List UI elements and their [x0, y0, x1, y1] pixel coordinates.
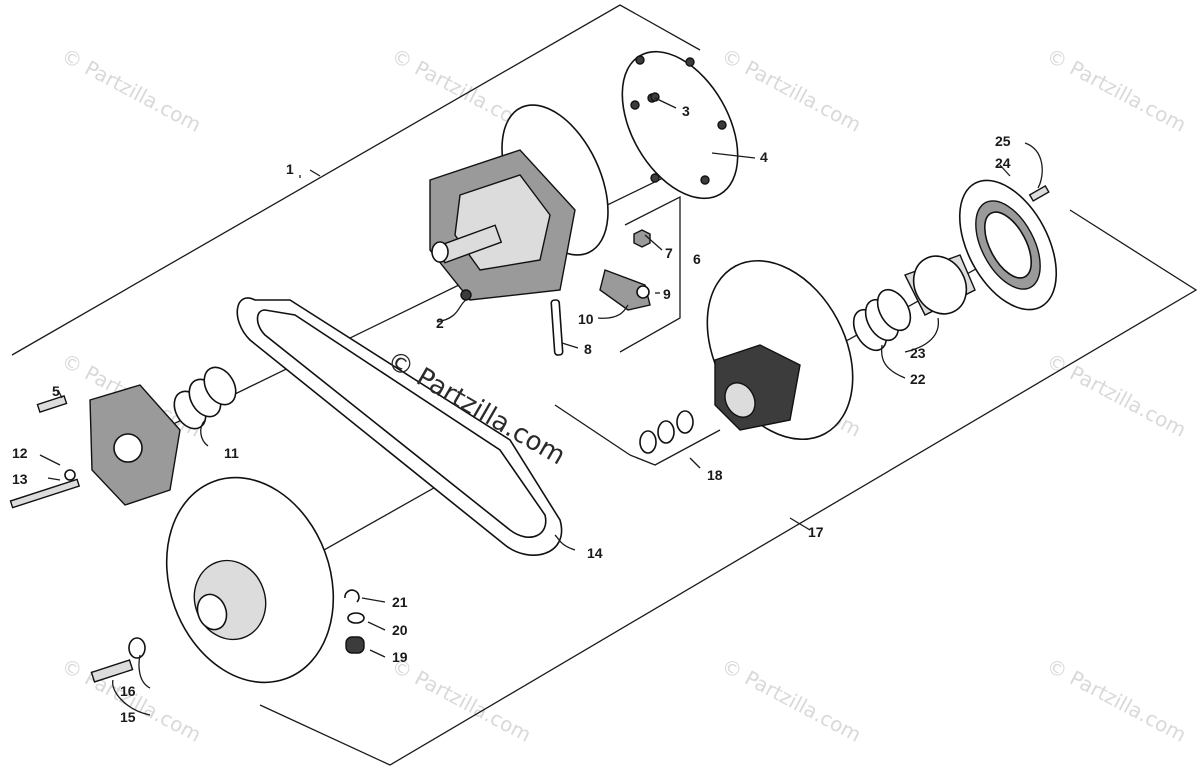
drive-belt	[236, 297, 563, 556]
callout-labels: 1 2 3 4 5 6 7 8 9 10 11 12 13 14 15 16 1…	[12, 103, 1011, 725]
watermark: © Partzilla.com	[1043, 653, 1191, 747]
driven-spring	[852, 254, 976, 352]
callout-4: 4	[760, 149, 768, 165]
watermark: © Partzilla.com	[58, 43, 206, 137]
callout-15: 15	[120, 709, 136, 725]
driven-clutch	[706, 259, 854, 441]
callout-19: 19	[392, 649, 408, 665]
callout-6: 6	[693, 251, 701, 267]
callout-13: 13	[12, 471, 28, 487]
watermark: © Partzilla.com	[718, 43, 866, 137]
callout-7: 7	[665, 245, 673, 261]
cover-plate	[621, 50, 739, 200]
callout-17: 17	[808, 524, 824, 540]
rollers-and-clips	[344, 589, 365, 654]
callout-16: 16	[120, 683, 136, 699]
callout-8: 8	[584, 341, 592, 357]
callout-23: 23	[910, 345, 926, 361]
shims	[639, 410, 694, 454]
spider-plate	[9, 384, 181, 509]
callout-3: 3	[682, 103, 690, 119]
driven-cover	[958, 179, 1058, 311]
callout-9: 9	[663, 286, 671, 302]
callout-12: 12	[12, 445, 28, 461]
watermark: © Partzilla.com	[718, 653, 866, 747]
callout-1: 1	[286, 161, 294, 177]
callout-2: 2	[436, 315, 444, 331]
callout-24: 24	[995, 155, 1011, 171]
callout-22: 22	[910, 371, 926, 387]
callout-11: 11	[224, 445, 239, 461]
drive-spring	[173, 366, 237, 430]
drive-hardware	[550, 92, 660, 356]
drive-clutch	[429, 104, 609, 301]
callout-10: 10	[578, 311, 594, 327]
callout-20: 20	[392, 622, 408, 638]
watermark: © Partzilla.com	[388, 653, 536, 747]
callout-18: 18	[707, 467, 723, 483]
callout-14: 14	[587, 545, 603, 561]
watermark: © Partzilla.com	[1043, 43, 1191, 137]
callout-21: 21	[392, 594, 408, 610]
leader-lines	[39, 97, 1043, 716]
assembly-outlines	[11, 4, 1198, 766]
watermark: © Partzilla.com	[1043, 348, 1191, 442]
callout-25: 25	[995, 133, 1011, 149]
callout-5: 5	[52, 383, 60, 399]
moveable-sheave	[90, 476, 335, 684]
